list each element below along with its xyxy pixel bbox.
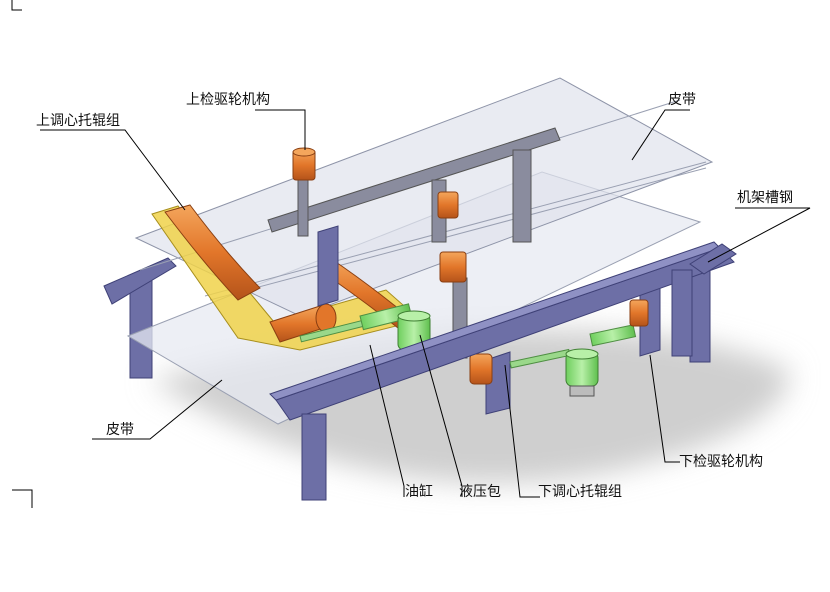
label-oil-cylinder: 油缸 [405, 484, 433, 500]
back-post-1 [512, 149, 532, 243]
label-lower-self-aligning-idler: 下调心托辊组 [538, 484, 622, 500]
leader-frame-steel [707, 207, 811, 263]
crop-mark-bottom-left [12, 489, 33, 508]
label-frame-channel-steel: 机架槽钢 [737, 190, 793, 206]
leader-belt-top [631, 109, 690, 161]
leader-hydraulic-pack [419, 334, 463, 497]
leader-lower-detect [649, 354, 680, 463]
center-detect-wheel [439, 251, 467, 283]
hydraulic-pack-upper-top [397, 310, 431, 322]
leg-front-left [301, 413, 327, 501]
upper-detect-post [297, 173, 309, 237]
hydraulic-pack-lower-top [565, 348, 599, 360]
belt-top-fold-2 [204, 161, 707, 297]
leader-belt-bottom [92, 379, 223, 440]
leader-lines [40, 109, 811, 498]
belt-top-fold-3 [209, 167, 707, 301]
rail-left [103, 257, 177, 305]
upper-idler-roller-left [164, 204, 261, 301]
lower-idler-roller [469, 353, 493, 385]
label-belt-bottom: 皮带 [106, 422, 134, 438]
upper-detect-wheel-top [292, 147, 316, 157]
leader-upper-detect [255, 109, 306, 150]
lower-cylinder-body [589, 324, 637, 347]
frame-plate-left [317, 225, 339, 307]
leg-back-right [689, 269, 711, 363]
leader-upper-idler [40, 129, 186, 211]
label-hydraulic-pack: 液压包 [459, 484, 501, 500]
back-channel-beam [267, 127, 561, 233]
label-belt-top: 皮带 [668, 92, 696, 108]
label-upper-detect-wheel: 上检驱轮机构 [186, 92, 270, 108]
hydraulic-pack-lower-base [569, 385, 595, 397]
front-beam-top [269, 241, 721, 401]
label-upper-self-aligning-idler: 上调心托辊组 [36, 113, 120, 129]
leader-lower-idler [504, 364, 540, 498]
mid-detect-wheel [437, 191, 459, 219]
label-lower-detect-wheel: 下检驱轮机构 [679, 454, 763, 470]
leader-oil-cylinder [369, 344, 405, 497]
lower-detect-wheel [629, 299, 649, 327]
crop-mark-top-left [11, 0, 22, 11]
leg-front-right [671, 269, 693, 357]
